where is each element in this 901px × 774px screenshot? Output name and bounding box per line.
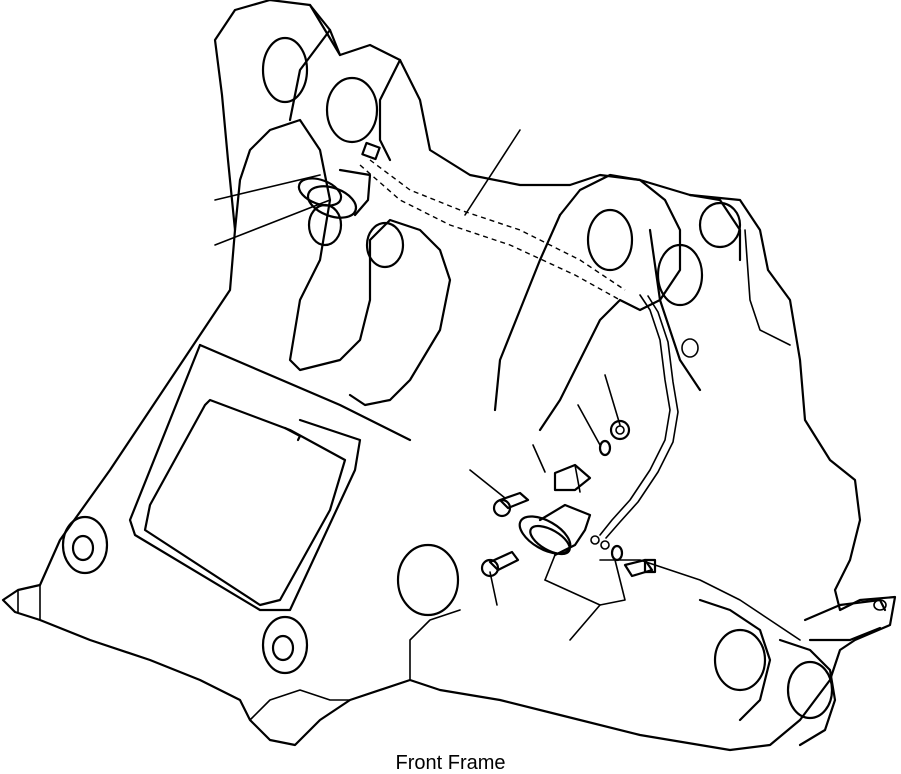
nut-icon [609,419,631,441]
frame-outline [1,0,897,752]
rear-left-lug [233,3,452,407]
wiring-harness [359,159,679,539]
bolt-head-icon [643,558,657,574]
front-right-lug [396,543,887,747]
fasteners [480,419,657,578]
rear-lamp [297,141,381,219]
left-mount-foot [61,515,309,675]
rear-right-lug [493,173,742,432]
bolt-head-icon [492,498,512,518]
washer-icon [598,439,612,457]
callout-leaders [214,129,626,641]
diagram-caption: Front Frame [395,752,506,774]
bolt-head-icon [480,558,500,578]
front-lamp-assembly [518,463,592,557]
inspection-cover [128,343,412,612]
washer-icon [610,544,624,562]
